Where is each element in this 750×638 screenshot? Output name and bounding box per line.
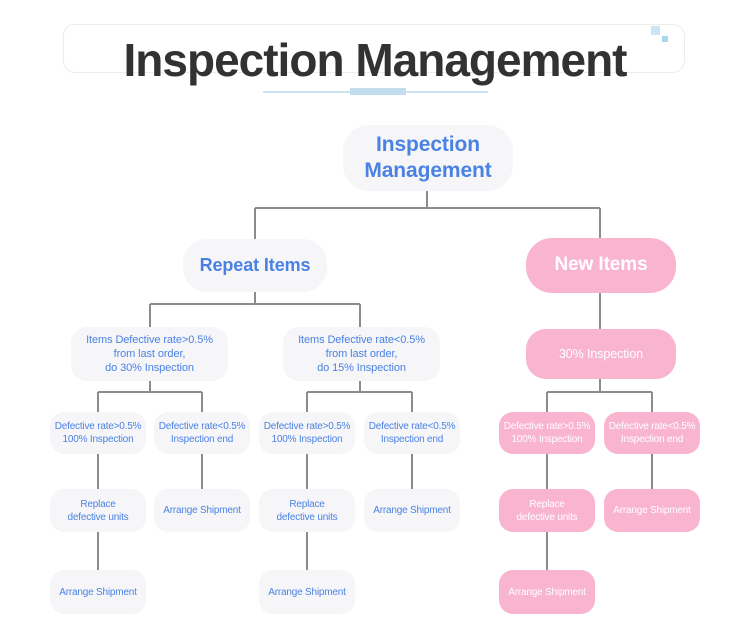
decor-square-large [651, 26, 660, 35]
connector-repeat-lt-split [306, 381, 413, 412]
node-new-arrange-shipment: Arrange Shipment [604, 489, 700, 532]
node-inspection-management: Inspection Management [343, 125, 513, 191]
node-repeat-lt-defect-low: Defective rate<0.5% Inspection end [364, 412, 460, 454]
node-new-replace-units: Replace defective units [499, 489, 595, 532]
node-repeat-gt-arrange-shipment: Arrange Shipment [154, 489, 250, 532]
connector-repeat-split [149, 292, 361, 327]
connector-repeat-gt-split [97, 381, 203, 412]
node-new-30-inspection: 30% Inspection [526, 329, 676, 379]
connector-new-split [546, 379, 653, 412]
node-repeat-gt-branch: Items Defective rate>0.5% from last orde… [71, 327, 228, 381]
connector-root-split [254, 189, 601, 239]
node-new-arrange-shipment-final: Arrange Shipment [499, 570, 595, 614]
page-title: Inspection Management [123, 34, 628, 86]
node-repeat-gt-defect-high: Defective rate>0.5% 100% Inspection [50, 412, 146, 454]
node-repeat-gt-replace-units: Replace defective units [50, 489, 146, 532]
node-repeat-items: Repeat Items [183, 239, 327, 292]
title-card [63, 24, 685, 73]
node-repeat-gt-defect-low: Defective rate<0.5% Inspection end [154, 412, 250, 454]
node-repeat-lt-arrange-shipment-final: Arrange Shipment [259, 570, 355, 614]
node-repeat-lt-defect-high: Defective rate>0.5% 100% Inspection [259, 412, 355, 454]
decor-square-small [662, 36, 668, 42]
title-underline-accent [350, 88, 406, 95]
node-repeat-gt-arrange-shipment-final: Arrange Shipment [50, 570, 146, 614]
node-new-items: New Items [526, 238, 676, 293]
node-repeat-lt-arrange-shipment: Arrange Shipment [364, 489, 460, 532]
node-repeat-lt-branch: Items Defective rate<0.5% from last orde… [283, 327, 440, 381]
node-new-defect-low: Defective rate<0.5% Inspection end [604, 412, 700, 454]
node-new-defect-high: Defective rate>0.5% 100% Inspection [499, 412, 595, 454]
node-repeat-lt-replace-units: Replace defective units [259, 489, 355, 532]
